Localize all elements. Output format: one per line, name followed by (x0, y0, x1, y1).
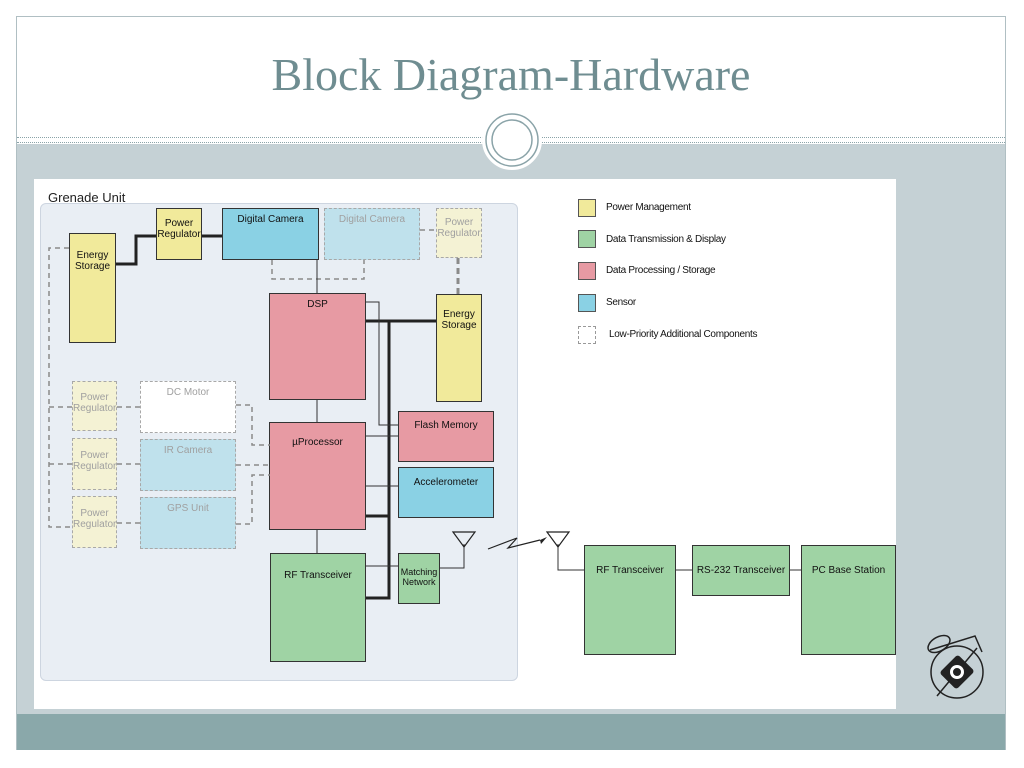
ir-camera: IR Camera (140, 439, 236, 491)
digital-camera-optional: Digital Camera (324, 208, 420, 260)
legend-swatch-data-processing (578, 262, 596, 280)
legend-label-data-transmission: Data Transmission & Display (606, 234, 726, 245)
slide-title: Block Diagram-Hardware (271, 49, 751, 100)
pc-base-station: PC Base Station (801, 545, 896, 655)
legend-swatch-low-priority (578, 326, 596, 344)
legend-swatch-power-management (578, 199, 596, 217)
dsp-block: DSP (269, 293, 366, 400)
legend-label-low-priority: Low-Priority Additional Components (609, 329, 758, 340)
accelerometer: Accelerometer (398, 467, 494, 518)
gps-unit: GPS Unit (140, 497, 236, 549)
rs232-transceiver: RS-232 Transceiver (692, 545, 790, 596)
footer-bar (17, 714, 1005, 750)
legend-swatch-data-transmission (578, 230, 596, 248)
legend-label-data-processing: Data Processing / Storage (606, 265, 716, 276)
rf-transceiver-base: RF Transceiver (584, 545, 676, 655)
legend-label-sensor: Sensor (606, 297, 636, 308)
legend-label-power-management: Power Management (606, 202, 691, 213)
dc-motor: DC Motor (140, 381, 236, 433)
group-label: Grenade Unit (48, 190, 126, 205)
flash-memory: Flash Memory (398, 411, 494, 462)
digital-camera: Digital Camera (222, 208, 319, 260)
legend-swatch-sensor (578, 294, 596, 312)
microprocessor: µProcessor (269, 422, 366, 530)
rf-transceiver-unit: RF Transceiver (270, 553, 366, 662)
